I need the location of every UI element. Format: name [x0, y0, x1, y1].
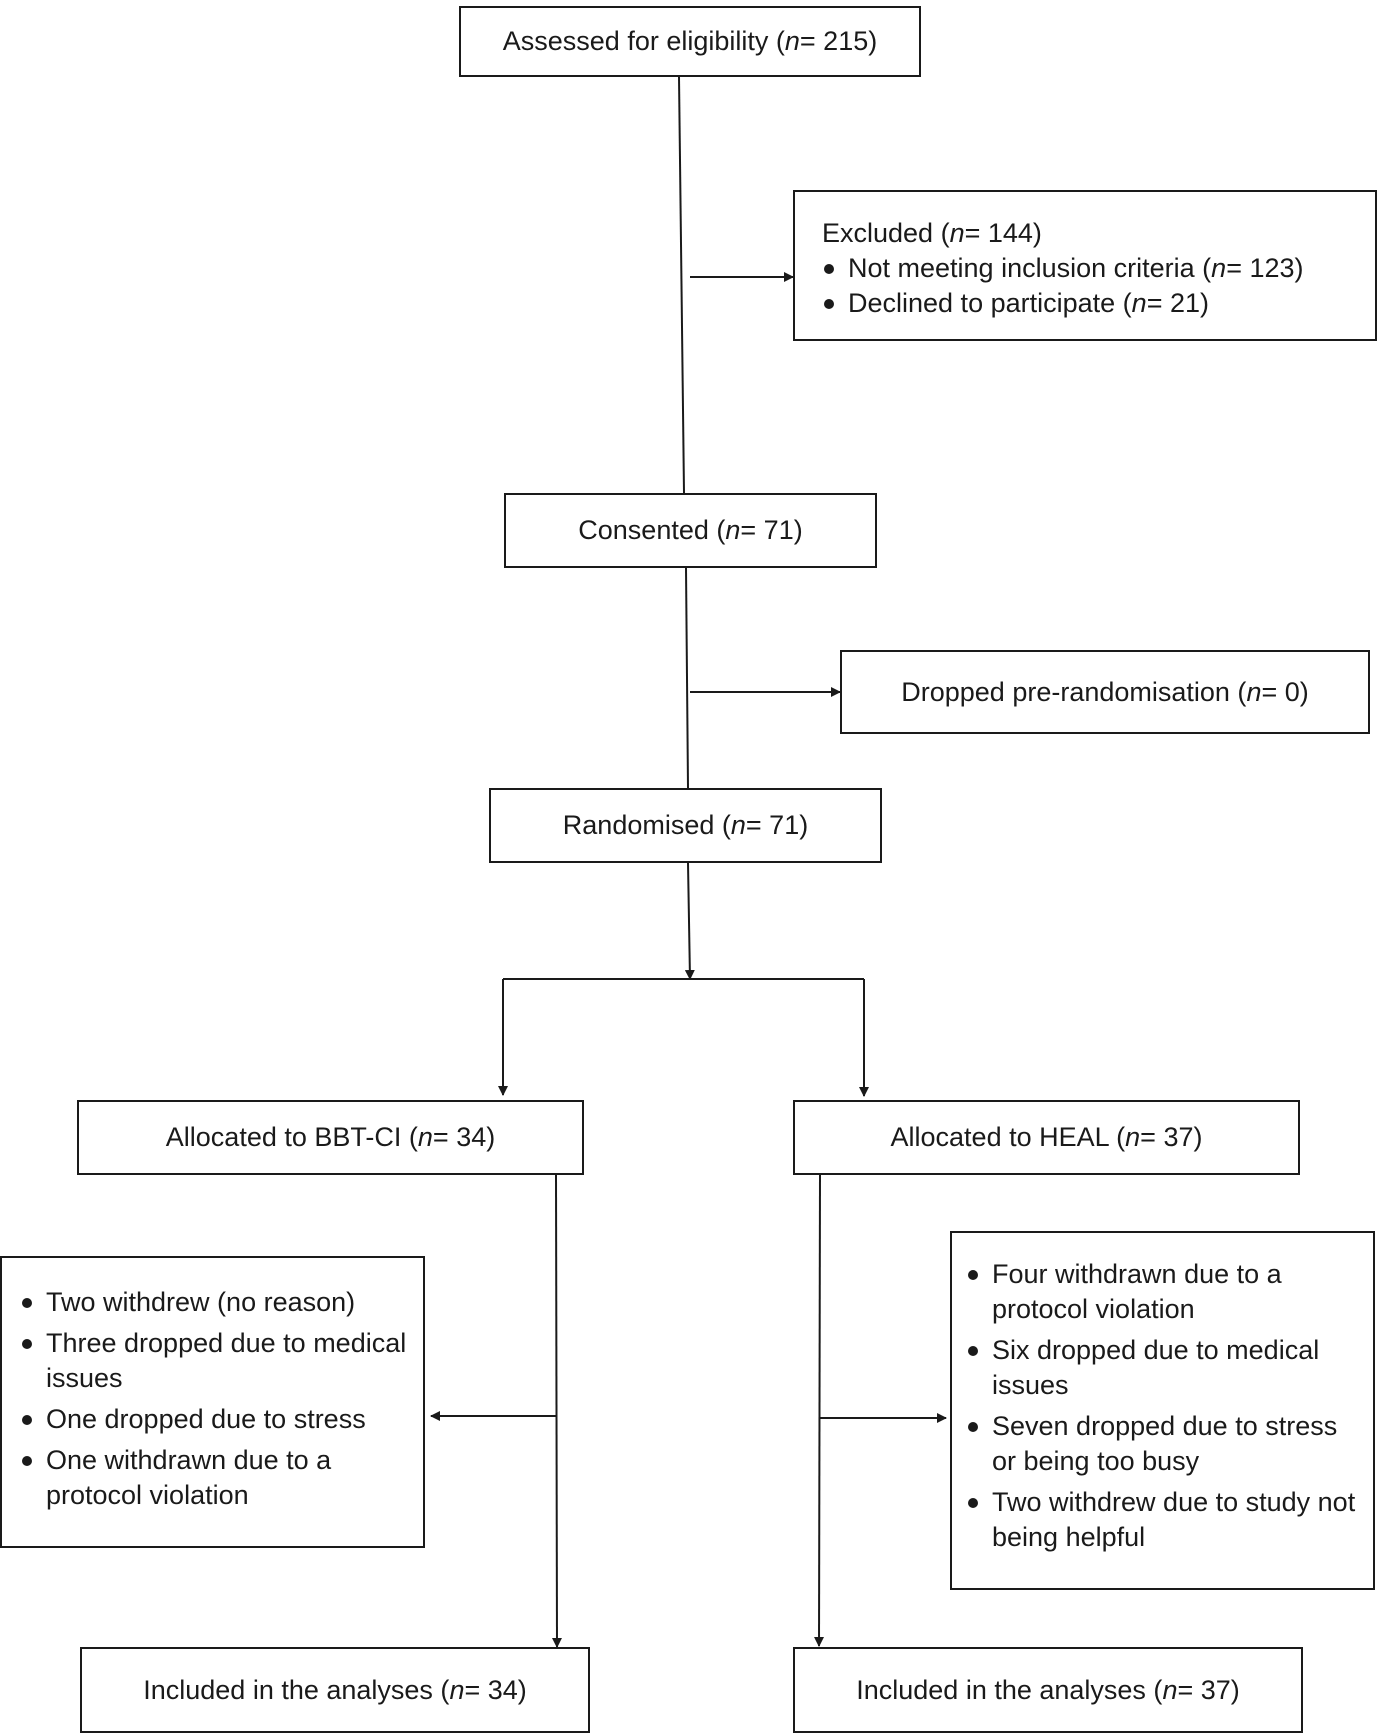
- list-item: Three dropped due to medical issues: [20, 1326, 407, 1396]
- list-item: Two withdrew (no reason): [20, 1285, 407, 1320]
- list-item: Six dropped due to medical issues: [966, 1333, 1357, 1403]
- list-item: One withdrawn due to a protocol violatio…: [20, 1443, 407, 1513]
- connector-assessed-to-consented: [678, 76, 685, 494]
- connector-consented-to-randomised: [685, 567, 689, 789]
- box-dropped-pre-randomisation: Dropped pre-randomisation (n= 0): [840, 650, 1370, 734]
- list-item: Two withdrew due to study not being help…: [966, 1485, 1357, 1555]
- box-randomised: Randomised (n= 71): [489, 788, 882, 863]
- list-item: One dropped due to stress: [20, 1402, 407, 1437]
- box-allocated-bbt-ci: Allocated to BBT-CI (n= 34): [77, 1100, 584, 1175]
- box-assessed-eligibility: Assessed for eligibility (n= 215): [459, 6, 921, 77]
- arrow-randomised-down: [684, 862, 695, 980]
- connector-heal-down: [814, 1174, 825, 1647]
- list-item: Four withdrawn due to a protocol violati…: [966, 1257, 1357, 1327]
- list-item: Declined to participate (n= 21): [822, 286, 1375, 321]
- connector-bbt-down: [551, 1174, 562, 1648]
- list-item: Seven dropped due to stress or being too…: [966, 1409, 1357, 1479]
- box-consented: Consented (n= 71): [504, 493, 877, 568]
- list-item: Not meeting inclusion criteria (n= 123): [822, 251, 1375, 286]
- box-allocated-heal: Allocated to HEAL (n= 37): [793, 1100, 1300, 1175]
- bbt-dropout-reasons: Two withdrew (no reason) Three dropped d…: [20, 1285, 407, 1513]
- box-included-bbt-ci: Included in the analyses (n= 34): [80, 1647, 590, 1733]
- box-bbt-dropouts: Two withdrew (no reason) Three dropped d…: [0, 1256, 425, 1548]
- excluded-title: Excluded (n= 144): [822, 218, 1042, 248]
- heal-dropout-reasons: Four withdrawn due to a protocol violati…: [966, 1257, 1357, 1555]
- box-heal-dropouts: Four withdrawn due to a protocol violati…: [950, 1231, 1375, 1590]
- box-included-heal: Included in the analyses (n= 37): [793, 1647, 1303, 1733]
- excluded-reasons-list: Not meeting inclusion criteria (n= 123) …: [822, 251, 1375, 321]
- box-excluded: Excluded (n= 144) Not meeting inclusion …: [793, 190, 1377, 341]
